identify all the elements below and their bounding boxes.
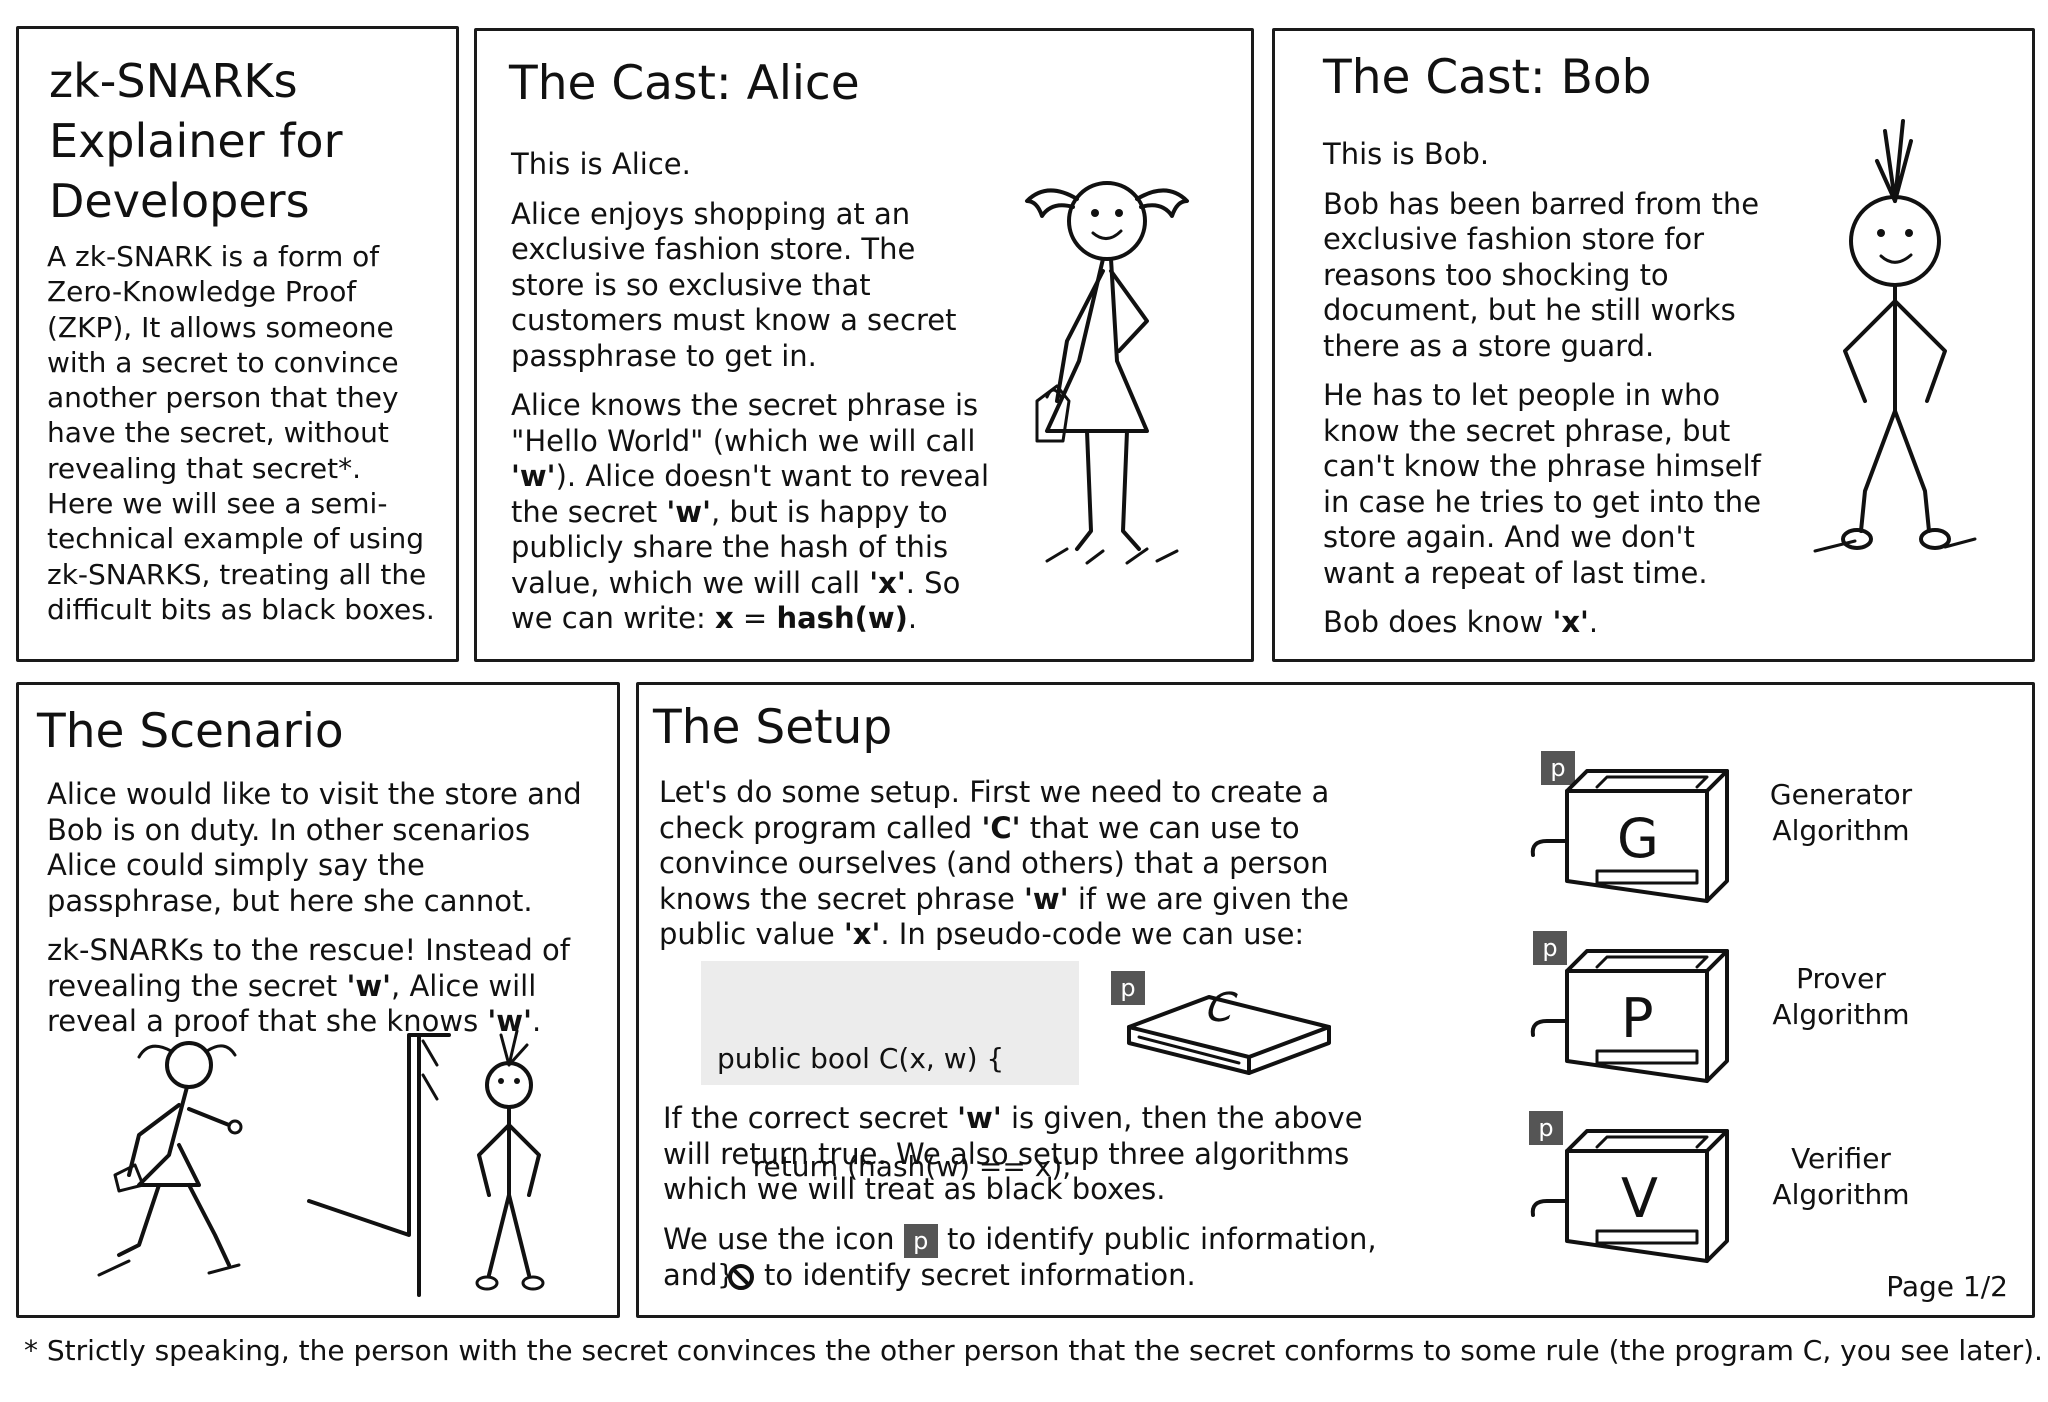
no-symbol-icon [727, 1263, 755, 1291]
alice-paragraph: Alice knows the secret phrase is "Hello … [511, 388, 990, 635]
alice-body: This is Alice. Alice enjoys shopping at … [511, 147, 991, 651]
setup-body: If the correct secret 'w' is given, then… [663, 1101, 1383, 1293]
setup-intro: Let's do some setup. First we need to cr… [659, 775, 1379, 967]
intro-body: A zk-SNARK is a form of Zero-Knowledge P… [47, 239, 447, 627]
alice-paragraph: Alice enjoys shopping at an exclusive fa… [511, 196, 957, 373]
setup-paragraph: We use the icon p to identify public inf… [663, 1221, 1377, 1292]
algorithm-letter: G [1617, 807, 1659, 870]
code-block: public bool C(x, w) { return (hash(w) ==… [701, 961, 1079, 1291]
algorithm-letter: V [1621, 1167, 1658, 1230]
bob-paragraph: He has to let people in who know the sec… [1323, 378, 1762, 590]
intro-title-line: zk-SNARKs [49, 54, 298, 108]
verifier-box-icon [1530, 1129, 1729, 1263]
generator-box-icon [1530, 769, 1729, 903]
alice-panel: The Cast: Alice This is Alice. Alice enj… [474, 28, 1254, 662]
scenario-paragraph: zk-SNARKs to the rescue! Instead of reve… [47, 933, 570, 1038]
alice-paragraph: This is Alice. [511, 147, 691, 181]
bob-body: This is Bob. Bob has been barred from th… [1323, 137, 1763, 655]
setup-paragraph: If the correct secret 'w' is given, then… [663, 1101, 1363, 1206]
scenario-panel: The Scenario Alice would like to visit t… [16, 682, 620, 1318]
p-badge-icon: p [903, 1223, 938, 1258]
p-badge-icon: p [1541, 751, 1575, 785]
bob-paragraph: This is Bob. [1323, 137, 1490, 171]
bob-paragraph: Bob has been barred from the exclusive f… [1323, 186, 1760, 363]
bob-paragraph: Bob does know 'x'. [1323, 605, 1599, 639]
bob-illustration [1813, 119, 1977, 553]
intro-title-line: Explainer for [49, 114, 343, 168]
p-badge-icon: p [1529, 1111, 1563, 1145]
alice-title: The Cast: Alice [509, 56, 860, 111]
setup-panel: The Setup Let's do some setup. First we … [636, 682, 2035, 1318]
intro-title: zk-SNARKs Explainer for Developers [49, 51, 342, 231]
scenario-title: The Scenario [37, 704, 344, 759]
scenario-body: Alice would like to visit the store and … [47, 777, 607, 1054]
p-badge-icon: p [1533, 931, 1567, 965]
prover-box-icon [1530, 949, 1729, 1083]
intro-paragraph: A zk-SNARK is a form of Zero-Knowledge P… [47, 240, 399, 485]
intro-paragraph: Here we will see a semi-technical exampl… [47, 487, 435, 626]
alice-illustration [1025, 181, 1189, 565]
scenario-illustration [97, 1029, 545, 1297]
bob-title: The Cast: Bob [1323, 50, 1652, 105]
scenario-paragraph: Alice would like to visit the store and … [47, 777, 582, 918]
setup-title: The Setup [653, 700, 893, 755]
program-c-box-icon [1127, 995, 1331, 1075]
intro-panel: zk-SNARKs Explainer for Developers A zk-… [16, 26, 459, 662]
intro-title-line: Developers [49, 174, 310, 228]
bob-panel: The Cast: Bob This is Bob. Bob has been … [1272, 28, 2035, 662]
p-badge-icon: p [1111, 971, 1145, 1005]
footnote: * Strictly speaking, the person with the… [24, 1334, 2043, 1367]
code-line: public bool C(x, w) { [717, 1042, 1005, 1075]
setup-paragraph: Let's do some setup. First we need to cr… [659, 775, 1349, 951]
algorithm-letter: P [1621, 987, 1654, 1050]
page-number: Page 1/2 [1886, 1270, 2008, 1303]
